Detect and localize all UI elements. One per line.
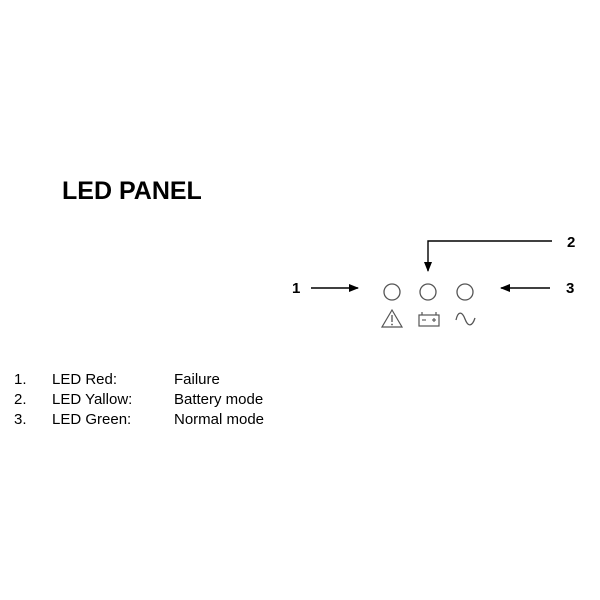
legend-led-label: LED Red: (52, 371, 118, 388)
legend-led-label: LED Yallow: (52, 391, 133, 408)
legend-number: 3. (14, 411, 27, 428)
legend-mode: Failure (174, 371, 220, 388)
callout-number-2: 2 (567, 234, 575, 251)
legend-led-label: LED Green: (52, 411, 132, 428)
legend-number: 1. (14, 371, 27, 388)
legend-mode: Normal mode (174, 411, 265, 428)
legend-mode: Battery mode (174, 391, 264, 408)
led-red-indicator (383, 283, 401, 301)
page-title: LED PANEL (62, 177, 202, 205)
callout-number-1: 1 (292, 280, 300, 297)
led-yellow-indicator (419, 283, 437, 301)
warning-icon (380, 308, 404, 328)
battery-icon (418, 312, 440, 327)
ac-wave-icon (455, 312, 476, 326)
legend-number: 2. (14, 391, 27, 408)
led-green-indicator (456, 283, 474, 301)
callout-number-3: 3 (566, 280, 574, 297)
callout-arrow-2 (424, 240, 552, 272)
